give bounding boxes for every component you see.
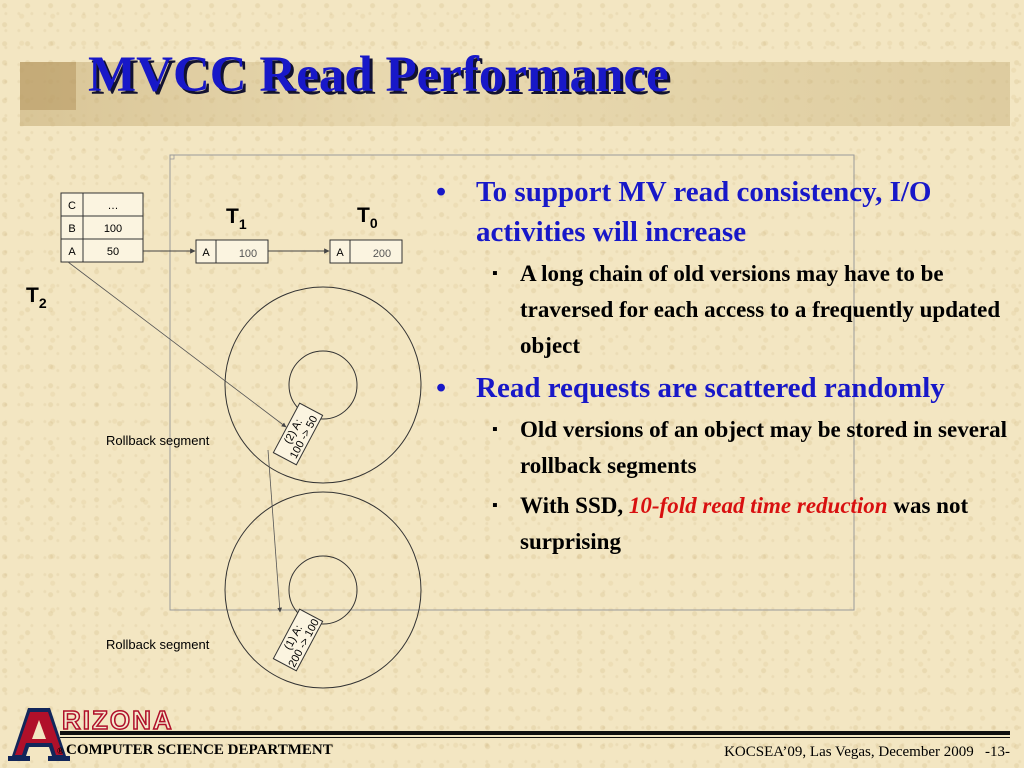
table-value-c: …	[108, 200, 119, 212]
rollback-disk-2-hole	[288, 555, 358, 625]
t1-subscript: 1	[239, 216, 247, 232]
arrow-t2-to-segment-1	[67, 261, 287, 428]
bullet-glyph: •	[436, 176, 447, 208]
version-t0-key: A	[336, 247, 344, 259]
title-band	[20, 62, 1010, 126]
table-value-b: 100	[104, 223, 122, 235]
bullet-text: Read requests are scattered randomly	[476, 372, 945, 404]
frame-corner-mark	[169, 154, 175, 160]
version-t1-key: A	[202, 247, 210, 259]
rollback-disk-1	[224, 286, 422, 484]
conference-info: KOCSEA’09, Las Vegas, December 2009 -13-	[724, 744, 1010, 761]
sub-bullet-version-chain: ▪ A long chain of old versions may have …	[428, 256, 1008, 364]
sub-bullet-emphasis: 10-fold read time reduction	[628, 493, 888, 518]
table-key-a: A	[68, 246, 76, 258]
t1-label: T1	[226, 205, 247, 232]
sub-bullet-rollback-segments: ▪ Old versions of an object may be store…	[428, 412, 1008, 484]
department-name: ® COMPUTER SCIENCE DEPARTMENT	[57, 742, 333, 759]
version-box-t1: A 100	[195, 239, 269, 264]
rollback-disk-1-hole	[288, 350, 358, 420]
footer-rule	[60, 731, 1010, 735]
bullet-text: To support MV read consistency, I/O acti…	[476, 176, 932, 248]
bullet-list: • To support MV read consistency, I/O ac…	[428, 172, 1008, 564]
block-a-icon	[8, 708, 70, 761]
version-t0-value: 200	[373, 248, 391, 260]
version-t1-value: 100	[239, 248, 257, 260]
table-value-a: 50	[107, 246, 119, 258]
current-table: C … B 100 A 50	[60, 192, 144, 263]
sub-bullet-glyph: ▪	[492, 265, 498, 282]
sub-bullet-glyph: ▪	[492, 497, 498, 514]
diagram-frame	[169, 154, 855, 611]
rollback-label-1: Rollback segment	[106, 433, 210, 448]
sub-bullet-prefix: With SSD,	[520, 493, 629, 518]
sub-bullet-text: Old versions of an object may be stored …	[520, 417, 1008, 478]
rollback-disk-2	[224, 491, 422, 689]
rollback-entry-2: (2) A: 100 -> 50	[272, 402, 324, 466]
sub-bullet-suffix: was not surprising	[520, 493, 969, 554]
registered-mark: ®	[57, 746, 64, 756]
table-key-c: C	[68, 200, 76, 212]
t0-subscript: 0	[370, 215, 378, 231]
t0-label: T0	[357, 204, 378, 231]
bullet-scattered-reads: • Read requests are scattered randomly	[428, 368, 1008, 408]
conference-text: KOCSEA’09, Las Vegas, December 2009	[724, 744, 974, 760]
sub-bullet-text: A long chain of old versions may have to…	[520, 261, 1001, 358]
slide-title: MVCC Read Performance	[88, 47, 669, 103]
bullet-glyph: •	[436, 372, 447, 404]
university-logo	[8, 706, 70, 762]
t2-label: T2	[26, 284, 47, 311]
arrow-segment-1-to-segment-2	[267, 449, 283, 613]
department-text: COMPUTER SCIENCE DEPARTMENT	[66, 742, 333, 758]
table-key-b: B	[68, 223, 75, 235]
title-accent-square	[20, 62, 76, 110]
sub-bullet-ssd: ▪ With SSD, 10-fold read time reduction …	[428, 488, 1008, 560]
sub-bullet-glyph: ▪	[492, 421, 498, 438]
bullet-io-activities: • To support MV read consistency, I/O ac…	[428, 172, 1008, 252]
wordmark: RIZONA	[61, 704, 174, 736]
t2-subscript: 2	[39, 295, 47, 311]
rollback-label-2: Rollback segment	[106, 637, 210, 652]
page-number: -13-	[985, 744, 1010, 760]
rollback-entry-1: (1) A: 200 -> 100	[272, 608, 324, 672]
version-box-t0: A 200	[329, 239, 403, 264]
footer-rule-thin	[60, 737, 1010, 738]
